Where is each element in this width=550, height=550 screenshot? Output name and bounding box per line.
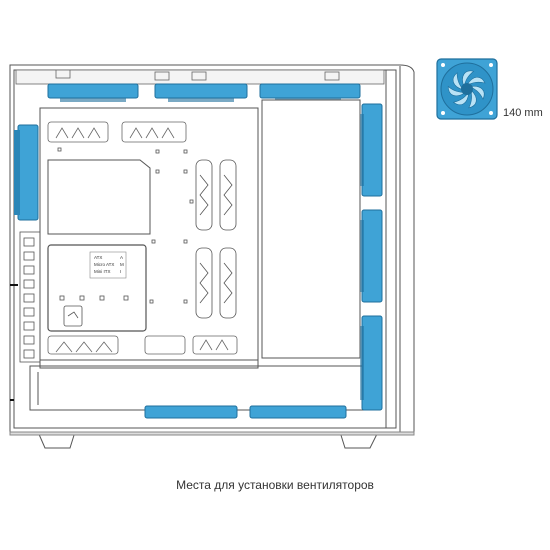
bottom-fan-2 — [249, 405, 347, 419]
rear-fan — [14, 124, 39, 221]
top-frame — [15, 69, 385, 85]
fan-size-label: 140 mm — [503, 107, 543, 119]
diagram-caption: Места для установки вентиляторов — [176, 478, 374, 492]
board-code-mitx: I — [120, 269, 121, 274]
cable-routing-cutouts — [195, 159, 237, 319]
front-fans — [360, 103, 383, 411]
top-fans — [47, 83, 361, 102]
board-format-plate: ATX Micro ATX Mini ITX A M I — [47, 244, 147, 332]
bottom-fans — [144, 405, 347, 419]
top-fan-1 — [47, 83, 139, 99]
tray-bottom-vents — [47, 335, 238, 355]
fan-icon — [436, 58, 498, 120]
board-code-atx: A — [120, 255, 123, 260]
top-fan-2 — [154, 83, 248, 99]
front-fan-3 — [361, 315, 383, 411]
board-label-matx: Micro ATX — [94, 262, 114, 267]
board-label-mitx: Mini ITX — [94, 269, 111, 274]
bottom-fan-1 — [144, 405, 238, 419]
front-fan-2 — [361, 209, 383, 303]
front-fan-1 — [361, 103, 383, 197]
cpu-cutout — [47, 159, 151, 235]
rear-expansion-slots — [10, 231, 41, 401]
tray-top-vents — [47, 121, 187, 143]
board-label-atx: ATX — [94, 255, 102, 260]
board-code-matx: M — [120, 262, 124, 267]
front-compartment — [261, 99, 361, 359]
top-fan-3 — [259, 83, 361, 99]
